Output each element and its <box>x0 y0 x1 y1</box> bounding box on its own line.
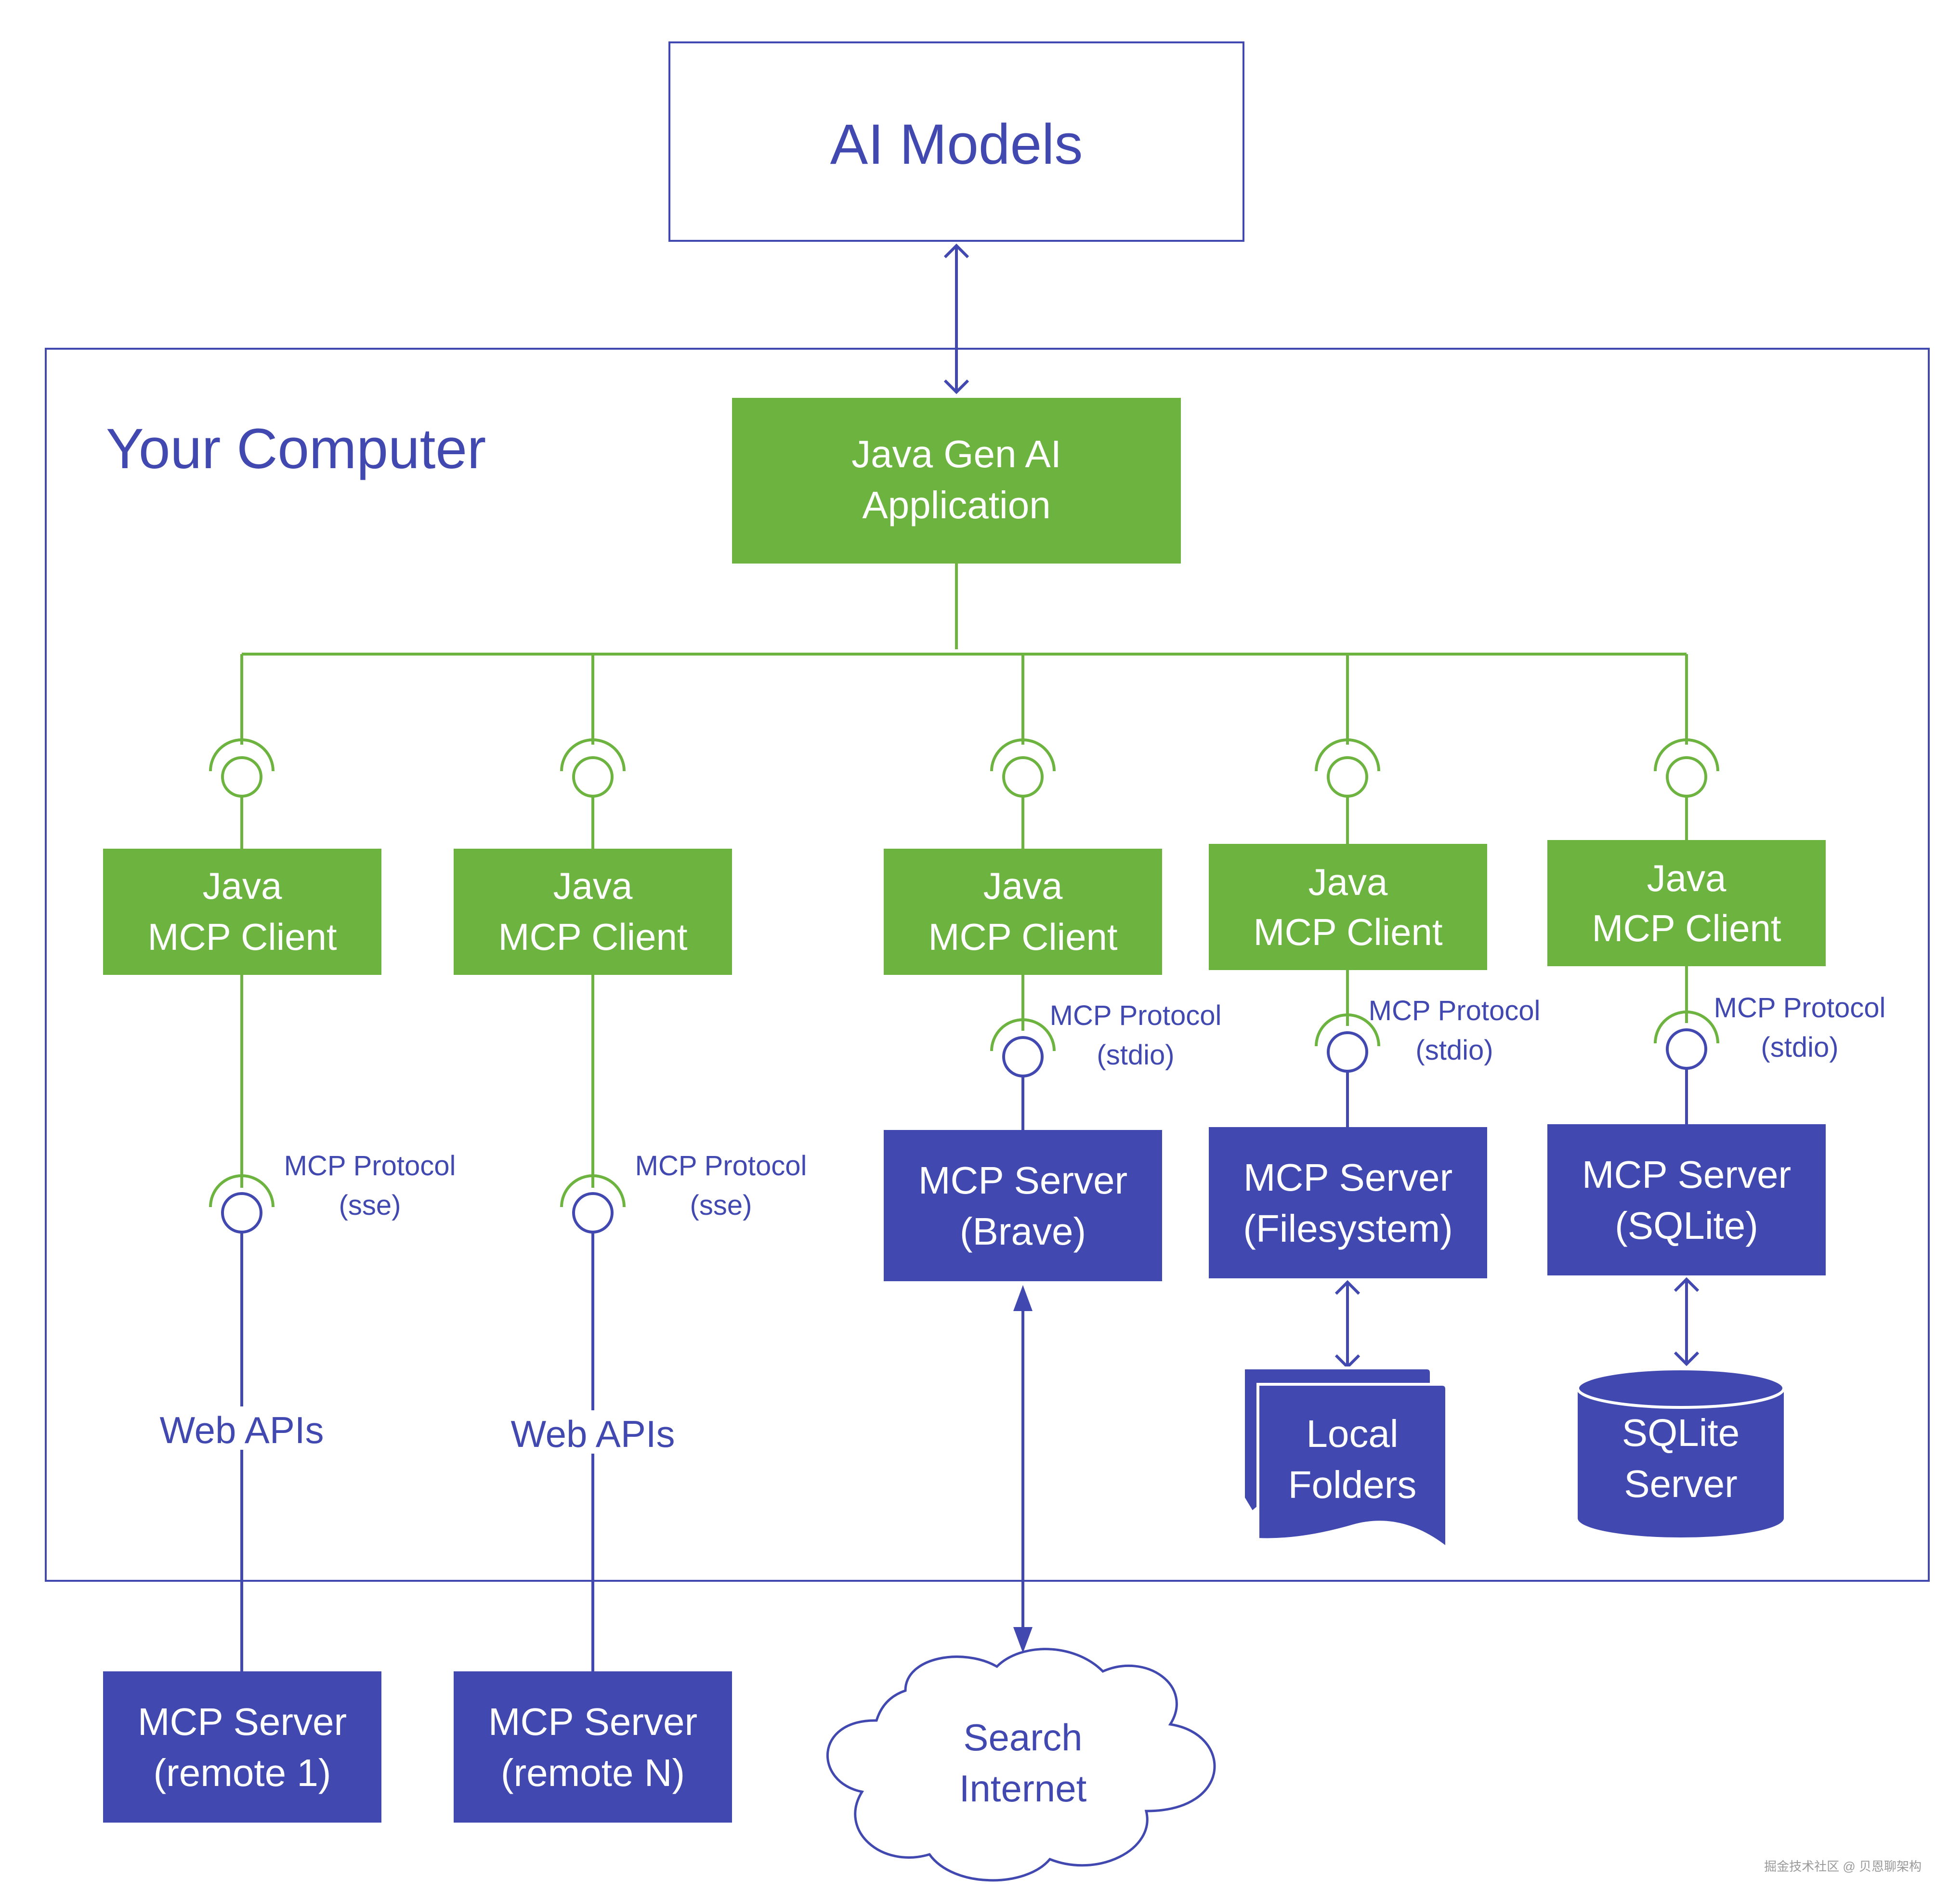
ai-app-arrow <box>943 243 969 394</box>
server-sqlite-line2: (SQLite) <box>1615 1204 1758 1247</box>
client-interfaces <box>209 738 1719 849</box>
server-sqlite-line1: MCP Server <box>1582 1153 1791 1196</box>
search-internet-cloud: Search Internet <box>826 1648 1216 1882</box>
client-interface-4 <box>1315 738 1380 844</box>
mcp-server-filesystem: MCP Server (Filesystem) <box>1209 1127 1487 1278</box>
search-internet-line2: Internet <box>959 1767 1087 1810</box>
web-apis-1: Web APIs <box>159 1409 324 1451</box>
protocol-3-line1: MCP Protocol <box>1050 1000 1222 1031</box>
protocol-5-line2: (stdio) <box>1761 1032 1838 1063</box>
server-filesystem-line1: MCP Server <box>1243 1156 1452 1199</box>
java-mcp-client-4: Java MCP Client <box>1209 844 1487 970</box>
server-filesystem-line2: (Filesystem) <box>1243 1207 1453 1250</box>
web-apis-labels: Web APIs Web APIs <box>159 1409 675 1455</box>
protocol-labels: MCP Protocol (sse) MCP Protocol (sse) MC… <box>284 992 1886 1221</box>
ai-models-box: AI Models <box>668 41 1244 242</box>
client-interface-5 <box>1654 738 1719 840</box>
protocol-3-line2: (stdio) <box>1097 1039 1174 1071</box>
watermark: 掘金技术社区 @ 贝恩聊架构 <box>1764 1859 1922 1874</box>
java-mcp-client-1: Java MCP Client <box>103 849 381 975</box>
local-folders-line1: Local <box>1306 1412 1398 1455</box>
local-folders-line2: Folders <box>1288 1463 1417 1506</box>
remote-n-line2: (remote N) <box>501 1751 685 1794</box>
client-2-line1: Java <box>553 865 633 907</box>
remote-n-line1: MCP Server <box>488 1700 697 1743</box>
mcp-server-remote-n: MCP Server (remote N) <box>454 1671 732 1823</box>
client-3-line2: MCP Client <box>928 916 1117 958</box>
web-apis-2: Web APIs <box>510 1413 675 1455</box>
protocol-2-line1: MCP Protocol <box>635 1150 807 1182</box>
mcp-server-remote-1: MCP Server (remote 1) <box>103 1671 381 1823</box>
resource-arrows <box>1021 1277 1700 1649</box>
mcp-server-brave: MCP Server (Brave) <box>884 1130 1162 1281</box>
protocol-4-line2: (stdio) <box>1415 1035 1493 1066</box>
remote-1-line2: (remote 1) <box>154 1751 331 1794</box>
client-4-line2: MCP Client <box>1253 911 1442 953</box>
server-brave-line2: (Brave) <box>960 1210 1086 1253</box>
remote-1-line1: MCP Server <box>138 1700 347 1743</box>
client-3-line1: Java <box>983 865 1063 907</box>
ai-models-label: AI Models <box>830 113 1083 176</box>
app-client-connectors <box>240 564 1688 745</box>
client-protocol-links <box>209 966 1719 1208</box>
brave-arrowheads <box>1013 1285 1033 1653</box>
client-interface-2 <box>560 738 626 849</box>
client-1-line2: MCP Client <box>147 916 337 958</box>
protocol-2-line2: (sse) <box>690 1190 752 1221</box>
protocol-1-line1: MCP Protocol <box>284 1150 456 1182</box>
client-2-line2: MCP Client <box>498 916 687 958</box>
your-computer-boundary: Your Computer <box>45 348 1930 1582</box>
java-mcp-client-3: Java MCP Client <box>884 849 1162 975</box>
client-4-line1: Java <box>1308 861 1388 903</box>
client-interface-1 <box>209 738 275 849</box>
sqlite-server-line2: Server <box>1624 1462 1738 1505</box>
java-mcp-client-2: Java MCP Client <box>454 849 732 975</box>
java-gen-ai-application-box: Java Gen AI Application <box>732 398 1181 564</box>
java-mcp-client-5: Java MCP Client <box>1547 840 1826 966</box>
sqlite-server-cylinder: SQLite Server <box>1576 1367 1785 1537</box>
client-5-line2: MCP Client <box>1592 907 1781 949</box>
sqlite-server-line1: SQLite <box>1622 1411 1740 1454</box>
client-interface-3 <box>990 738 1056 849</box>
protocol-5-line1: MCP Protocol <box>1714 992 1886 1024</box>
protocol-endpoints <box>221 1028 1707 1234</box>
app-label-line2: Application <box>862 484 1050 526</box>
client-1-line1: Java <box>203 865 282 907</box>
protocol-1-line2: (sse) <box>339 1190 401 1221</box>
mcp-server-sqlite: MCP Server (SQLite) <box>1547 1124 1826 1275</box>
search-internet-line1: Search <box>963 1716 1082 1759</box>
local-folders-shape: Local Folders <box>1242 1366 1448 1551</box>
protocol-4-line1: MCP Protocol <box>1369 995 1541 1026</box>
your-computer-label: Your Computer <box>106 417 486 481</box>
client-5-line1: Java <box>1647 857 1727 899</box>
server-brave-line1: MCP Server <box>918 1159 1127 1202</box>
protocol-server-links <box>240 1068 1688 1671</box>
app-label-line1: Java Gen AI <box>851 433 1061 475</box>
